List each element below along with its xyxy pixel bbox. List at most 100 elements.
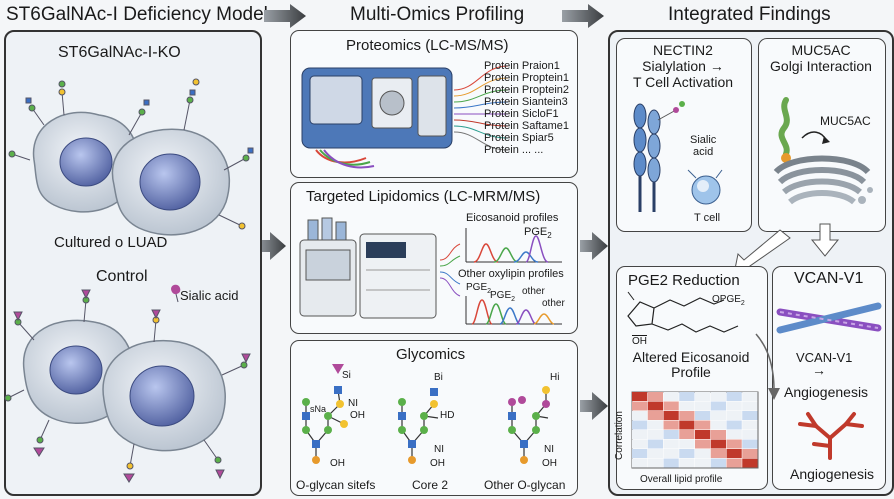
oh-label: OH [632, 336, 647, 347]
nectin2-title: NECTIN2 Sialylation → T Cell Activation [632, 42, 734, 90]
heatmap-cell [695, 449, 711, 458]
blood-vessel-icon [798, 412, 864, 460]
glycan-annot-si: Si [342, 370, 351, 381]
glycan-annot-hi: Hi [550, 372, 560, 383]
ko-cell-1 [32, 111, 139, 213]
altered-eicosanoid-label: Altered Eicosanoid Profile [632, 349, 750, 380]
heatmap-cell [679, 401, 695, 411]
ko-cell-2 [111, 128, 230, 236]
findings-connector-arrows [733, 223, 840, 275]
sialic-acid-legend-icon [171, 284, 181, 295]
heatmap-cell [632, 411, 648, 420]
lipid-connector-lines [439, 243, 461, 297]
glycan-annot-hd: HD [440, 410, 455, 421]
heatmap-cell [679, 420, 695, 430]
protein-item: Protein Siantein3 [484, 96, 568, 108]
glycan-annot-oh-4: OH [542, 458, 557, 469]
heatmap-cell [632, 458, 648, 468]
heatmap-cell [726, 458, 742, 468]
protein-item: Protein Spiar5 [484, 132, 554, 144]
heatmap-cell [679, 430, 695, 439]
heatmap-cell [647, 392, 663, 401]
cells-illustration [4, 78, 254, 483]
heatmap-cell [726, 449, 742, 458]
glycan-annot-sna: sNa [310, 404, 327, 414]
heatmap-cell [695, 401, 711, 411]
glycan-label-sites: O-glycan sitefs [296, 478, 376, 492]
proteomics-title: Proteomics (LC-MS/MS) [346, 37, 509, 54]
heatmap-cell [647, 449, 663, 458]
heatmap-cell [632, 449, 648, 458]
heatmap-cell [695, 458, 711, 468]
pge2-to-vcan-arrow [755, 333, 780, 400]
protein-connector-lines [453, 65, 509, 151]
peak-label-other-b: other [542, 298, 565, 309]
arrow-glyco-to-findings [580, 392, 608, 420]
oxylipin-profiles-label: Other oxylipin profiles [458, 268, 564, 280]
heatmap-cell [710, 392, 726, 401]
glycan-annot-oh-3: OH [430, 458, 445, 469]
glycan-label-core2: Core 2 [412, 478, 449, 492]
heatmap-cell [710, 420, 726, 430]
glycan-label-other: Other O-glycan [484, 478, 566, 492]
heatmap-cell [726, 401, 742, 411]
heatmap-cell [726, 411, 742, 420]
heatmap-cell [663, 430, 679, 439]
heatmap-cell [679, 439, 695, 449]
t-cell-label: T cell [694, 212, 721, 224]
heatmap-cell [710, 401, 726, 411]
heatmap-cell [742, 458, 758, 468]
glycomics-title: Glycomics [396, 346, 466, 363]
glycan-annot-oh-1: OH [350, 410, 365, 421]
heatmap-cell [679, 411, 695, 420]
correlation-axis-label: Correlation [614, 411, 625, 460]
pge2-structure-icon [627, 291, 739, 333]
eicosanoid-profiles-label: Eicosanoid profiles [466, 212, 559, 224]
glycan-structures [302, 364, 550, 464]
heatmap-cell [742, 420, 758, 430]
pge2-peak-label: PGE2 [524, 226, 552, 241]
heatmap-cell [632, 392, 648, 401]
protein-item: Protein Saftame1 [484, 120, 569, 132]
heatmap-cell [710, 411, 726, 420]
vcan-arrow-symbol: → [812, 362, 826, 378]
heatmap-cell [647, 430, 663, 439]
arrow-left-to-omics [256, 232, 286, 260]
glycan-annot-bi: Bi [434, 372, 443, 383]
mass-spectrometer-icon [301, 67, 453, 169]
heatmap-cell [710, 439, 726, 449]
control-label: Control [96, 268, 148, 285]
protein-item: Protein ... ... [484, 144, 544, 156]
eicosanoid-chromatogram [465, 228, 562, 263]
heatmap-cell [663, 411, 679, 420]
heatmap-cell [710, 430, 726, 439]
heatmap-cell [647, 401, 663, 411]
header-deficiency-model: ST6GalNAc-I Deficiency Model [6, 4, 268, 25]
muc5ac-title: MUC5AC Golgi Interaction [770, 42, 872, 74]
lipidomics-title: Targeted Lipidomics (LC-MRM/MS) [306, 188, 541, 205]
heatmap-cell [742, 401, 758, 411]
lc-ms-instrument-icon [299, 217, 437, 319]
heatmap-cell [726, 430, 742, 439]
heatmap-cell [647, 458, 663, 468]
heatmap-cell [742, 449, 758, 458]
peak-label-pge2-b: PGE2 [490, 290, 516, 303]
arrow-header-2 [562, 4, 604, 28]
control-cell-2 [102, 339, 226, 452]
heatmap-cell [679, 458, 695, 468]
glycan-annot-ni-3: NI [544, 444, 554, 455]
nectin2-illustration [633, 101, 723, 212]
peak-label-other-a: other [522, 286, 545, 297]
heatmap-cell [663, 420, 679, 430]
heatmap-cell [742, 430, 758, 439]
heatmap-cell [695, 420, 711, 430]
peak-label-pge2-a: PGE2 [466, 282, 492, 295]
vcan-title: VCAN-V1 [794, 270, 864, 287]
pge2-title: PGE2 Reduction [628, 272, 740, 289]
heatmap-cell [679, 392, 695, 401]
heatmap-cell [663, 401, 679, 411]
angiogenesis-bottom-label: Angiogenesis [790, 466, 875, 482]
glycan-annot-oh-2: OH [330, 458, 345, 469]
